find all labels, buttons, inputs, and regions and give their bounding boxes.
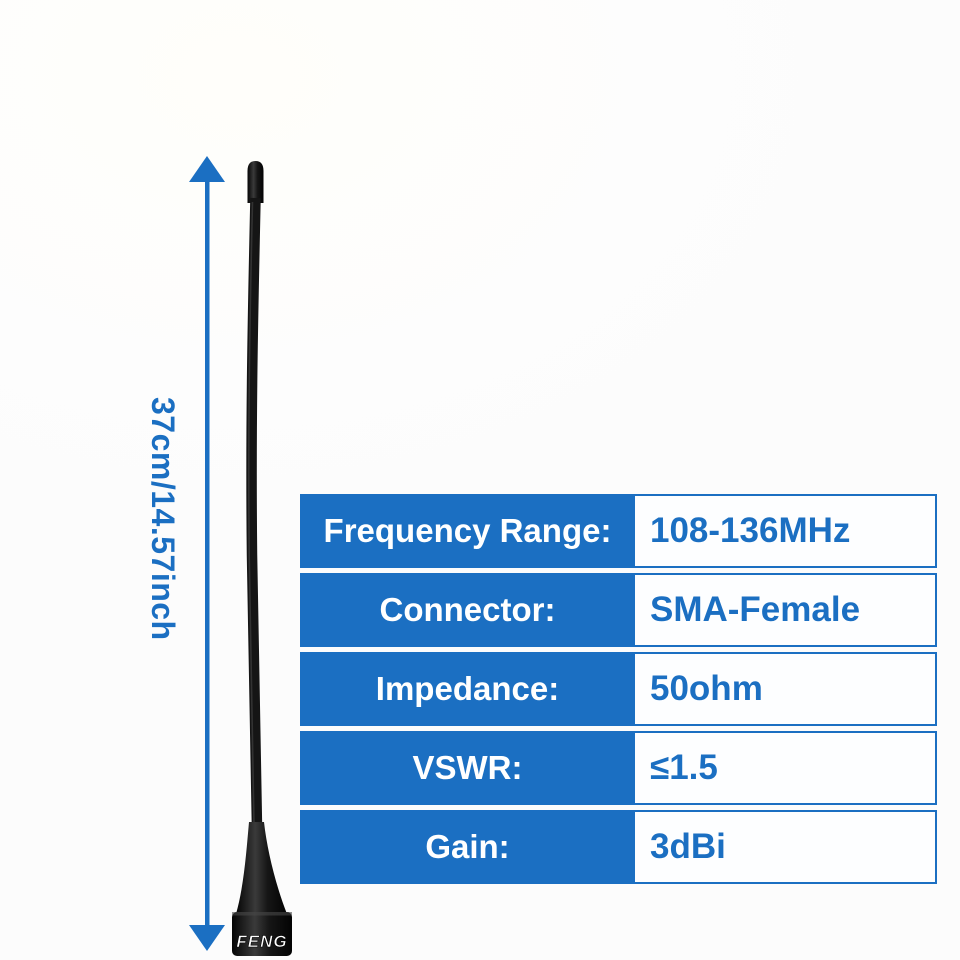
antenna-whip (246, 197, 263, 829)
antenna-whip-highlight (247, 201, 255, 827)
antenna-base-cylinder (232, 912, 292, 956)
spec-table: Frequency Range: 108-136MHz Connector: S… (300, 494, 937, 889)
spec-label: Impedance: (302, 654, 633, 724)
spec-row-gain: Gain: 3dBi (300, 810, 937, 884)
dimension-label: 37cm/14.57inch (145, 397, 181, 641)
antenna-base-cone (236, 822, 287, 914)
spec-row-vswr: VSWR: ≤1.5 (300, 731, 937, 805)
arrow-line (205, 180, 210, 927)
spec-label: VSWR: (302, 733, 633, 803)
spec-value: ≤1.5 (633, 733, 935, 803)
spec-row-frequency-range: Frequency Range: 108-136MHz (300, 494, 937, 568)
antenna-artwork: FENG (189, 156, 292, 956)
antenna-tip-cap (247, 161, 264, 203)
antenna: FENG (232, 161, 292, 956)
antenna-base-ring (232, 912, 292, 916)
spec-value: 50ohm (633, 654, 935, 724)
spec-row-connector: Connector: SMA-Female (300, 573, 937, 647)
arrowhead-down-icon (189, 925, 225, 951)
spec-label: Gain: (302, 812, 633, 882)
arrowhead-up-icon (189, 156, 225, 182)
dimension-arrow (189, 156, 225, 951)
spec-value: 3dBi (633, 812, 935, 882)
spec-label: Connector: (302, 575, 633, 645)
spec-value: 108-136MHz (633, 496, 935, 566)
brand-text: FENG (236, 932, 287, 951)
spec-label: Frequency Range: (302, 496, 633, 566)
spec-value: SMA-Female (633, 575, 935, 645)
spec-row-impedance: Impedance: 50ohm (300, 652, 937, 726)
